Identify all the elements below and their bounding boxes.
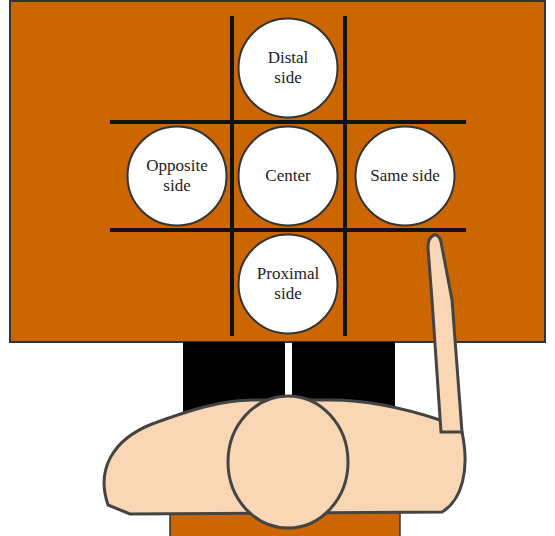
circle-shape: [239, 19, 338, 118]
position-label: Center: [252, 166, 324, 186]
grid-line: [110, 120, 466, 124]
position-circle: Proximal side: [237, 233, 339, 335]
arm: [428, 235, 462, 432]
head: [228, 396, 348, 528]
position-label: Same side: [369, 166, 441, 186]
position-circle: Distal side: [237, 17, 339, 119]
circle-shape: [239, 127, 338, 226]
position-label: Opposite side: [141, 156, 213, 196]
position-circle: Center: [237, 125, 339, 227]
position-circle: Opposite side: [126, 125, 228, 227]
table-top: [10, 1, 545, 342]
grid-line: [343, 16, 347, 336]
position-circle: Same side: [354, 125, 456, 227]
position-label: Distal side: [252, 48, 324, 88]
position-label: Proximal side: [252, 264, 324, 304]
circle-shape: [356, 127, 455, 226]
grid-line: [110, 228, 466, 232]
circle-shape: [128, 127, 227, 226]
circle-shape: [239, 235, 338, 334]
grid-line: [230, 16, 234, 336]
